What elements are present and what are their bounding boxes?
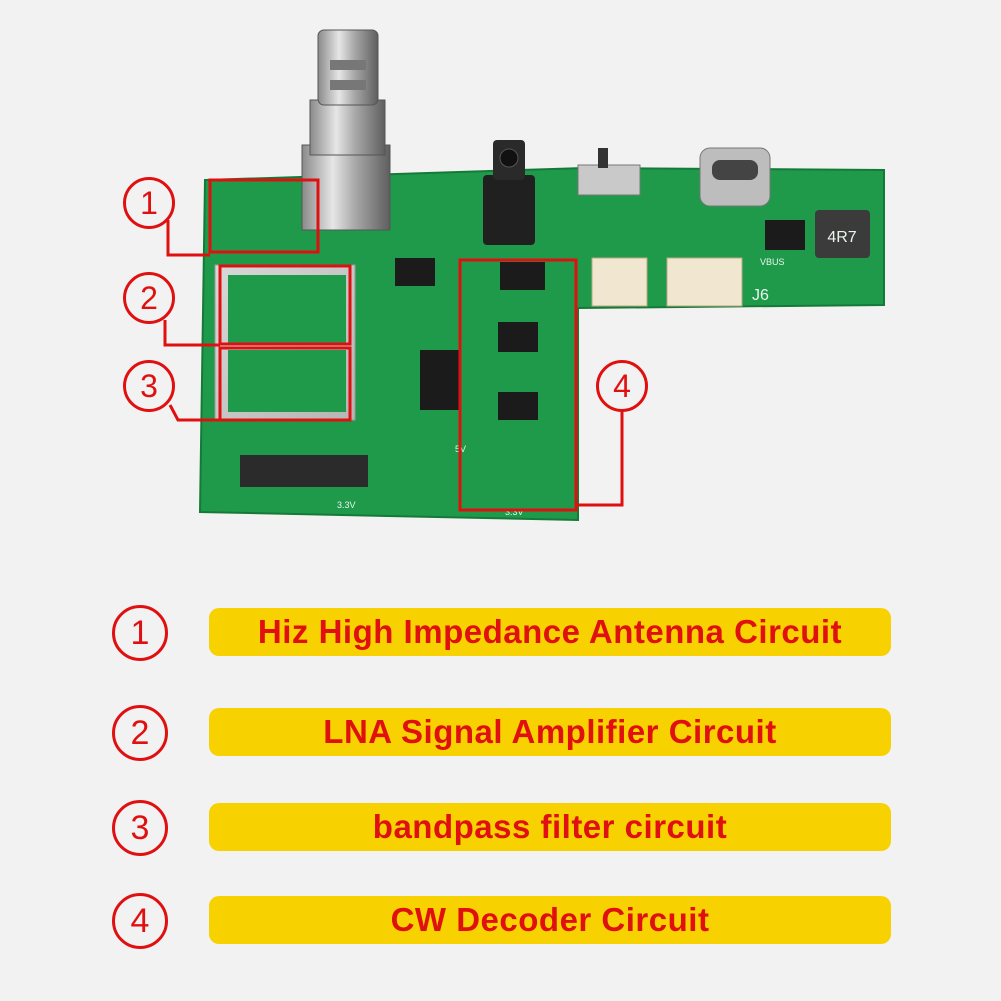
callout-2: 2 (123, 272, 175, 324)
callout-4: 4 (596, 360, 648, 412)
inductor-label: 4R7 (827, 229, 856, 246)
box-3 (218, 346, 352, 422)
legend-number: 3 (112, 800, 168, 856)
legend-row-3: 3 bandpass filter circuit (0, 800, 1001, 856)
lna-area (228, 275, 346, 343)
silk-3v3-right: 3.3V (505, 507, 524, 517)
annotation-overlays (163, 178, 624, 512)
callout-1: 1 (123, 177, 175, 229)
inductor-4r7: 4R7 (815, 210, 870, 258)
ic-chip (498, 392, 538, 420)
leader-2 (163, 320, 220, 347)
box-1 (208, 178, 320, 254)
ic-chip (765, 220, 805, 250)
jst-connectors: J6 VBUS (591, 257, 785, 307)
filter-area (228, 350, 346, 412)
slide-switch (577, 148, 641, 196)
legend-row-1: 1 Hiz High Impedance Antenna Circuit (0, 605, 1001, 661)
audio-jack (483, 140, 535, 245)
fpc-connector (240, 455, 368, 487)
pcb-photo: 4R7 J6 VBUS 5V 3.3V 3.3V (163, 29, 885, 522)
legend-label: CW Decoder Circuit (209, 896, 891, 944)
silk-3v3-left: 3.3V (337, 500, 356, 510)
leader-4 (576, 410, 624, 507)
silk-j6: J6 (752, 287, 769, 304)
legend-row-4: 4 CW Decoder Circuit (0, 893, 1001, 949)
legend-number: 2 (112, 705, 168, 761)
ic-chip (498, 322, 538, 352)
bnc-connector (301, 29, 391, 231)
silk-vbus: VBUS (760, 257, 785, 267)
legend-row-2: 2 LNA Signal Amplifier Circuit (0, 705, 1001, 761)
box-4 (458, 258, 578, 512)
callout-3: 3 (123, 360, 175, 412)
box-2 (218, 264, 352, 346)
leader-1 (166, 220, 210, 257)
ic-chip (395, 258, 435, 286)
ic-chip (420, 350, 460, 410)
legend-label: Hiz High Impedance Antenna Circuit (209, 608, 891, 656)
legend-number: 1 (112, 605, 168, 661)
legend-label: bandpass filter circuit (209, 803, 891, 851)
usb-c-port (699, 147, 771, 207)
legend-number: 4 (112, 893, 168, 949)
ic-chip (500, 262, 545, 290)
legend-label: LNA Signal Amplifier Circuit (209, 708, 891, 756)
leader-3 (168, 404, 220, 422)
